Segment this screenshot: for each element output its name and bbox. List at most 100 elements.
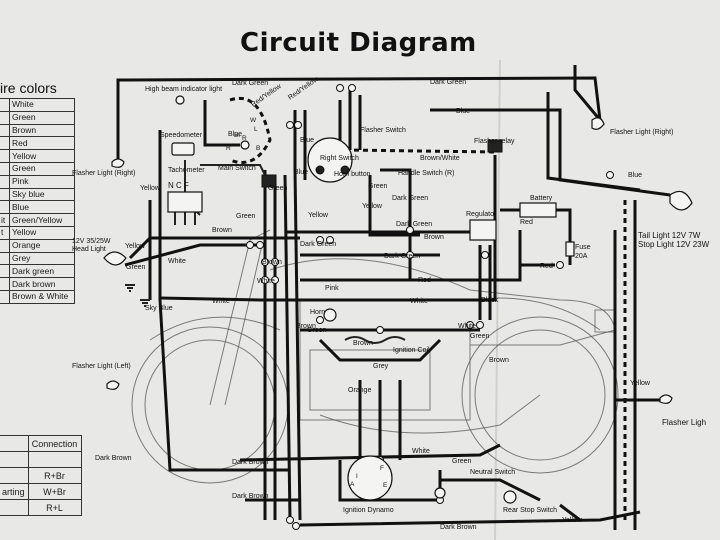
wire-label: White xyxy=(257,278,275,285)
speedometer-icon xyxy=(171,142,195,156)
connection-value: R+L xyxy=(27,499,82,516)
wire-label: White xyxy=(168,258,186,265)
connector xyxy=(556,261,564,269)
terminal-label: Br xyxy=(234,132,241,139)
wire-label: Orange xyxy=(348,387,371,394)
wire-left-trunk xyxy=(158,130,290,472)
table-row: White xyxy=(0,98,75,112)
component-label: Right Switch xyxy=(320,155,359,162)
wire-relay-down xyxy=(485,155,497,302)
wire-white-main xyxy=(159,296,490,302)
wire-label: Yellow xyxy=(308,212,329,219)
component-label: Horn button xyxy=(334,171,371,178)
wire-blue-right-2 xyxy=(546,92,641,192)
wire-label: Black xyxy=(481,297,499,304)
connector xyxy=(466,321,474,329)
wire-label: Dark Brown xyxy=(232,459,269,466)
connector xyxy=(246,241,254,249)
wire-label: Red xyxy=(540,263,553,270)
terminal-label: B xyxy=(256,145,260,152)
connectors xyxy=(246,84,614,530)
wire-central-4 xyxy=(293,169,302,521)
terminal-label: Y xyxy=(316,169,321,176)
wire-label: Sky Blue xyxy=(145,305,173,312)
tail-light-icon xyxy=(669,190,693,211)
wire-label: Dark Brown xyxy=(95,455,132,462)
component-label: Battery xyxy=(530,195,553,202)
frame xyxy=(299,300,471,421)
component-label: Ignition Dynamo xyxy=(343,507,394,514)
ignition-dynamo-icon xyxy=(347,455,393,501)
right-switch-contact-icon xyxy=(340,165,350,175)
wire-label: Blue xyxy=(456,108,470,115)
horn-icon xyxy=(323,308,337,322)
component-label: Stop Light 12V 23W xyxy=(638,240,710,249)
components xyxy=(103,95,693,504)
wire-label: Brown xyxy=(262,259,282,266)
component-label: Neutral Switch xyxy=(470,469,515,476)
rear-fender xyxy=(469,297,601,331)
table-row: Blue xyxy=(0,200,75,215)
component-label: High beam indicator light xyxy=(145,86,222,93)
table-row xyxy=(0,451,82,468)
wire-dynamo xyxy=(338,460,442,502)
wire-dark-green-rt xyxy=(573,65,602,121)
connector xyxy=(316,236,324,244)
terminal-label: R xyxy=(226,145,231,152)
wire-label: Blue xyxy=(628,172,642,179)
connector xyxy=(286,121,294,129)
connector xyxy=(326,236,334,244)
terminal-label: E xyxy=(383,482,388,489)
connector xyxy=(271,276,279,284)
table-row: R+Br xyxy=(0,467,82,484)
connector xyxy=(256,241,264,249)
wire-central-3 xyxy=(283,174,292,521)
wire-label: Yellow xyxy=(562,517,583,524)
terminal-label: I xyxy=(356,473,358,480)
component-label: Horn xyxy=(310,309,325,316)
wire-label: Green xyxy=(126,264,146,271)
component-label: 20A xyxy=(575,253,588,260)
wire-label: Green xyxy=(236,213,256,220)
wire-label: Green xyxy=(268,185,288,192)
flasher-relay-icon xyxy=(487,139,503,153)
connector xyxy=(292,522,300,530)
wire-high-beam xyxy=(203,100,240,147)
terminal-label: R xyxy=(242,135,247,142)
component-label: Ignition Coil xyxy=(393,347,430,354)
terminal-label: L xyxy=(254,126,258,133)
rear-wheel xyxy=(461,316,619,474)
wire-coil xyxy=(318,338,442,362)
wire-label: Green xyxy=(452,458,472,465)
rear-stop-switch-icon xyxy=(503,490,517,504)
component-label: 12V 35/25W xyxy=(72,238,111,245)
component-label: Tail Light 12V 7W xyxy=(638,231,701,240)
component-label: Speedometer xyxy=(160,132,203,139)
component-label: Head Light xyxy=(72,246,106,253)
wire-label: Yellow xyxy=(362,203,383,210)
front-fender xyxy=(149,316,281,341)
connector xyxy=(376,326,384,334)
tachometer-icon xyxy=(167,191,203,213)
wire-label: White xyxy=(212,298,230,305)
table-row: Brown & White xyxy=(0,289,75,304)
component-label: Flasher Light (Left) xyxy=(72,363,131,370)
wire-label: Dark Green xyxy=(300,241,336,248)
component-label: Flasher Ligh xyxy=(662,418,706,427)
wire-color-name: Brown & White xyxy=(9,289,75,304)
connector xyxy=(261,276,269,284)
wire-battery xyxy=(500,208,572,265)
table-row: R+L xyxy=(0,499,82,516)
wire-right-switch xyxy=(338,90,362,150)
battery-icon xyxy=(519,202,557,218)
wire-regulator xyxy=(478,245,492,320)
wire-label: White xyxy=(410,298,428,305)
wire-label: Brown xyxy=(212,227,232,234)
terminal-label: F xyxy=(380,465,384,472)
wire-stop-switch xyxy=(559,503,581,522)
main-switch-box-icon xyxy=(261,174,277,188)
